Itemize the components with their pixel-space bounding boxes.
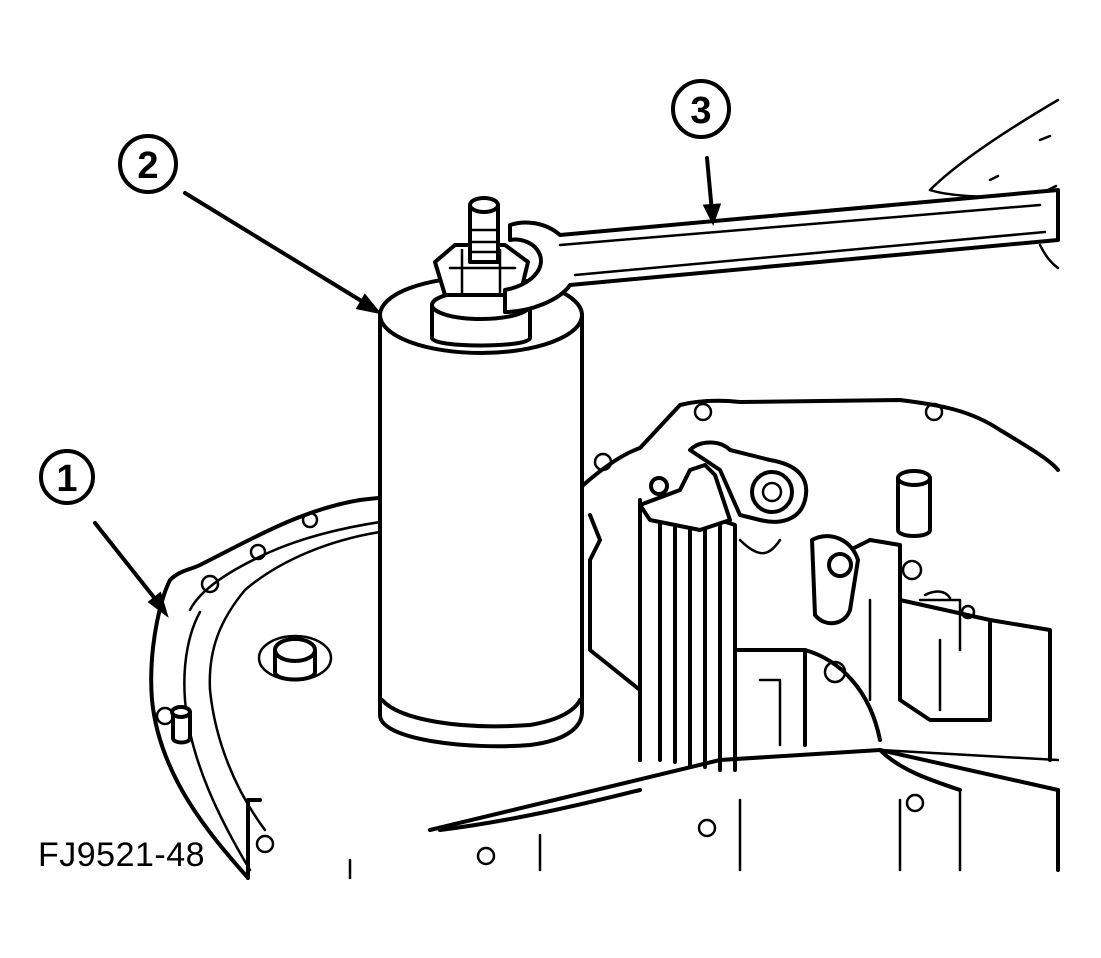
transaxle-case bbox=[149, 398, 1060, 880]
callout-3-arrowhead bbox=[702, 203, 722, 226]
callout-3: 3 bbox=[671, 79, 731, 226]
wrench bbox=[503, 98, 1060, 314]
callout-2-number: 2 bbox=[137, 145, 158, 187]
callout-2: 2 bbox=[118, 134, 382, 315]
figure-id-label: FJ9521-48 bbox=[38, 836, 206, 874]
callout-1-arrowhead bbox=[147, 591, 169, 618]
callout-1-number: 1 bbox=[56, 458, 77, 500]
callout-3-number: 3 bbox=[690, 90, 711, 132]
callout-2-arrowhead bbox=[355, 293, 382, 315]
callout-1: 1 bbox=[39, 449, 169, 618]
